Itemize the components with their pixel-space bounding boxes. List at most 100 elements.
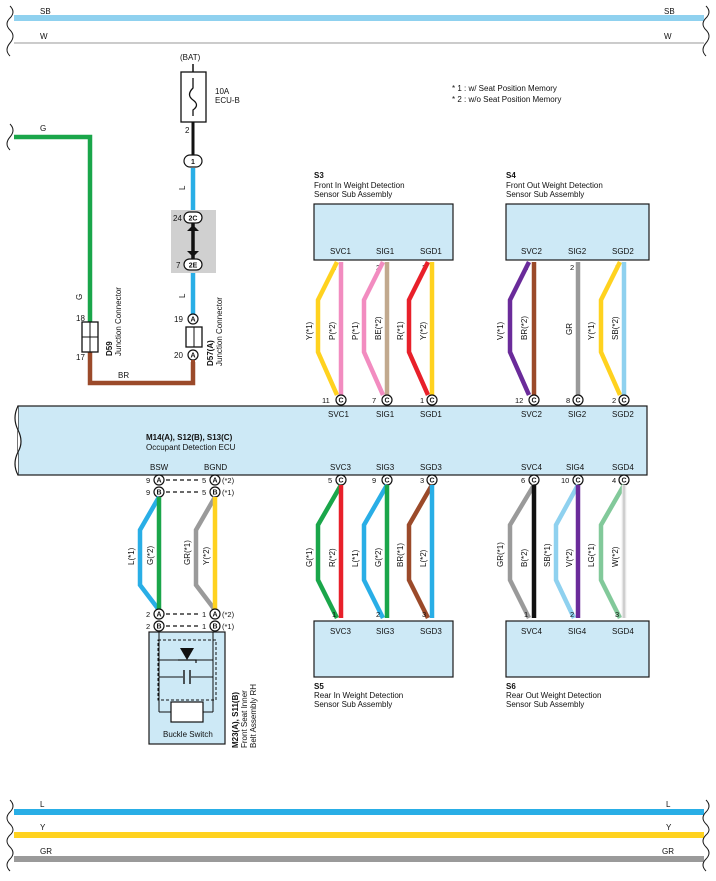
- svg-text:(*2): (*2): [222, 476, 235, 485]
- svg-text:A: A: [156, 478, 161, 485]
- svg-text:SGD3: SGD3: [420, 627, 442, 636]
- svg-text:3: 3: [420, 476, 424, 485]
- bus-l-label-left: L: [40, 800, 45, 809]
- svg-text:SGD4: SGD4: [612, 627, 634, 636]
- junction-pin-2c-label: 2C: [189, 216, 198, 223]
- svg-text:C: C: [575, 398, 580, 405]
- svg-text:C: C: [575, 478, 580, 485]
- buckle-id: M23(A), S11(B): [231, 692, 240, 748]
- svg-text:4: 4: [612, 476, 616, 485]
- svg-text:2: 2: [570, 610, 574, 619]
- svg-text:P(*2): P(*2): [328, 321, 337, 340]
- bus-sb-label-left: SB: [40, 7, 51, 16]
- svg-text:SIG3: SIG3: [376, 463, 395, 472]
- s6-name2: Sensor Sub Assembly: [506, 700, 584, 709]
- ecu-box: [17, 405, 648, 476]
- d57-connector: A A 19 20 D57(A) Junction Connector: [174, 297, 224, 366]
- svg-text:L(*1): L(*1): [351, 549, 360, 567]
- svg-text:SB(*1): SB(*1): [543, 543, 552, 567]
- bus-w-label-right: W: [664, 32, 672, 41]
- svg-text:B: B: [156, 624, 161, 631]
- svg-text:1: 1: [524, 610, 528, 619]
- svg-text:2: 2: [146, 622, 150, 631]
- d59-id: D59: [105, 341, 114, 356]
- svg-text:G(*2): G(*2): [146, 546, 155, 565]
- svg-text:2: 2: [612, 396, 616, 405]
- svg-text:Y(*2): Y(*2): [202, 546, 211, 565]
- l-wire-label-top: L: [178, 185, 187, 190]
- br-wire: [87, 352, 196, 386]
- d57-name: Junction Connector: [215, 297, 224, 366]
- svg-text:SB(*2): SB(*2): [611, 316, 620, 340]
- svg-text:5: 5: [328, 476, 332, 485]
- l-wire-label-mid: L: [178, 293, 187, 298]
- d59-connector: 18 17 D59 Junction Connector: [76, 287, 123, 362]
- ecu-top-pins: C C C C C C 11 7 1 12 8 2 SVC1 SIG1 SGD1…: [322, 394, 634, 419]
- svg-text:C: C: [338, 398, 343, 405]
- svg-text:Y(*1): Y(*1): [305, 321, 314, 340]
- bus-break-right: [702, 5, 710, 57]
- svg-text:GR(*1): GR(*1): [496, 542, 505, 567]
- svg-text:P(*1): P(*1): [351, 321, 360, 340]
- svg-text:9: 9: [372, 476, 376, 485]
- svg-text:BE(*2): BE(*2): [374, 316, 383, 340]
- svg-text:C: C: [531, 398, 536, 405]
- svg-text:SVC4: SVC4: [521, 463, 542, 472]
- svg-text:B: B: [156, 490, 161, 497]
- d57-pin-20: 20: [174, 351, 183, 360]
- svg-text:1: 1: [202, 610, 206, 619]
- s3-pin-sig1: SIG1: [376, 247, 395, 256]
- svg-text:(*2): (*2): [222, 610, 235, 619]
- top-bus-group: SB SB W W: [6, 5, 710, 57]
- svg-text:9: 9: [146, 476, 150, 485]
- s4-pin-sgd2: SGD2: [612, 247, 634, 256]
- svg-text:SIG4: SIG4: [566, 463, 585, 472]
- svg-text:C: C: [621, 398, 626, 405]
- bus-l-label-right: L: [666, 800, 671, 809]
- sensor-s6: GR(*1) B(*2) SB(*1) V(*2) LG(*1) W(*2) 1…: [496, 483, 650, 709]
- fuse-bat-label: (BAT): [180, 53, 201, 62]
- svg-text:A: A: [190, 317, 195, 324]
- svg-text:B(*2): B(*2): [520, 548, 529, 567]
- svg-text:BR(*1): BR(*1): [396, 543, 405, 567]
- svg-text:A: A: [190, 353, 195, 360]
- buckle-switch-icon: [170, 701, 204, 723]
- svg-text:2: 2: [146, 610, 150, 619]
- svg-text:11: 11: [322, 396, 330, 405]
- svg-text:6: 6: [521, 476, 525, 485]
- svg-text:10: 10: [561, 476, 569, 485]
- zener-diode-icon: [180, 648, 194, 660]
- d59-pin-bot: 17: [76, 353, 85, 362]
- svg-text:SVC3: SVC3: [330, 463, 351, 472]
- s4-name1: Front Out Weight Detection: [506, 181, 603, 190]
- svg-text:3: 3: [615, 610, 619, 619]
- svg-text:A: A: [212, 612, 217, 619]
- br-wire-label: BR: [118, 371, 129, 380]
- svg-text:L(*1): L(*1): [127, 547, 136, 565]
- s4-name2: Sensor Sub Assembly: [506, 190, 584, 199]
- svg-text:R(*2): R(*2): [328, 548, 337, 567]
- svg-text:R(*1): R(*1): [396, 321, 405, 340]
- svg-text:C: C: [429, 478, 434, 485]
- d59-pin-top: 18: [76, 314, 85, 323]
- s3-pin-svc1: SVC1: [330, 247, 351, 256]
- junction-pin-1-label: 1: [191, 159, 195, 166]
- svg-text:(*1): (*1): [222, 622, 235, 631]
- svg-text:G(*2): G(*2): [374, 548, 383, 567]
- s3-id: S3: [314, 171, 324, 180]
- bus-break-left-bottom: [6, 799, 14, 872]
- svg-text:5: 5: [202, 476, 206, 485]
- svg-text:G(*1): G(*1): [305, 548, 314, 567]
- note-2: * 2 : w/o Seat Position Memory: [452, 95, 561, 104]
- svg-text:5: 5: [202, 488, 206, 497]
- svg-text:2: 2: [570, 263, 574, 272]
- svg-text:C: C: [621, 478, 626, 485]
- note-1: * 1 : w/ Seat Position Memory: [452, 84, 557, 93]
- svg-text:B: B: [212, 624, 217, 631]
- junction-pin-1: [183, 154, 203, 168]
- svg-text:SIG3: SIG3: [376, 627, 395, 636]
- svg-text:C: C: [429, 398, 434, 405]
- ecu-name: Occupant Detection ECU: [146, 443, 236, 452]
- svg-text:GR: GR: [565, 323, 574, 335]
- d57-pin-top: [187, 313, 199, 325]
